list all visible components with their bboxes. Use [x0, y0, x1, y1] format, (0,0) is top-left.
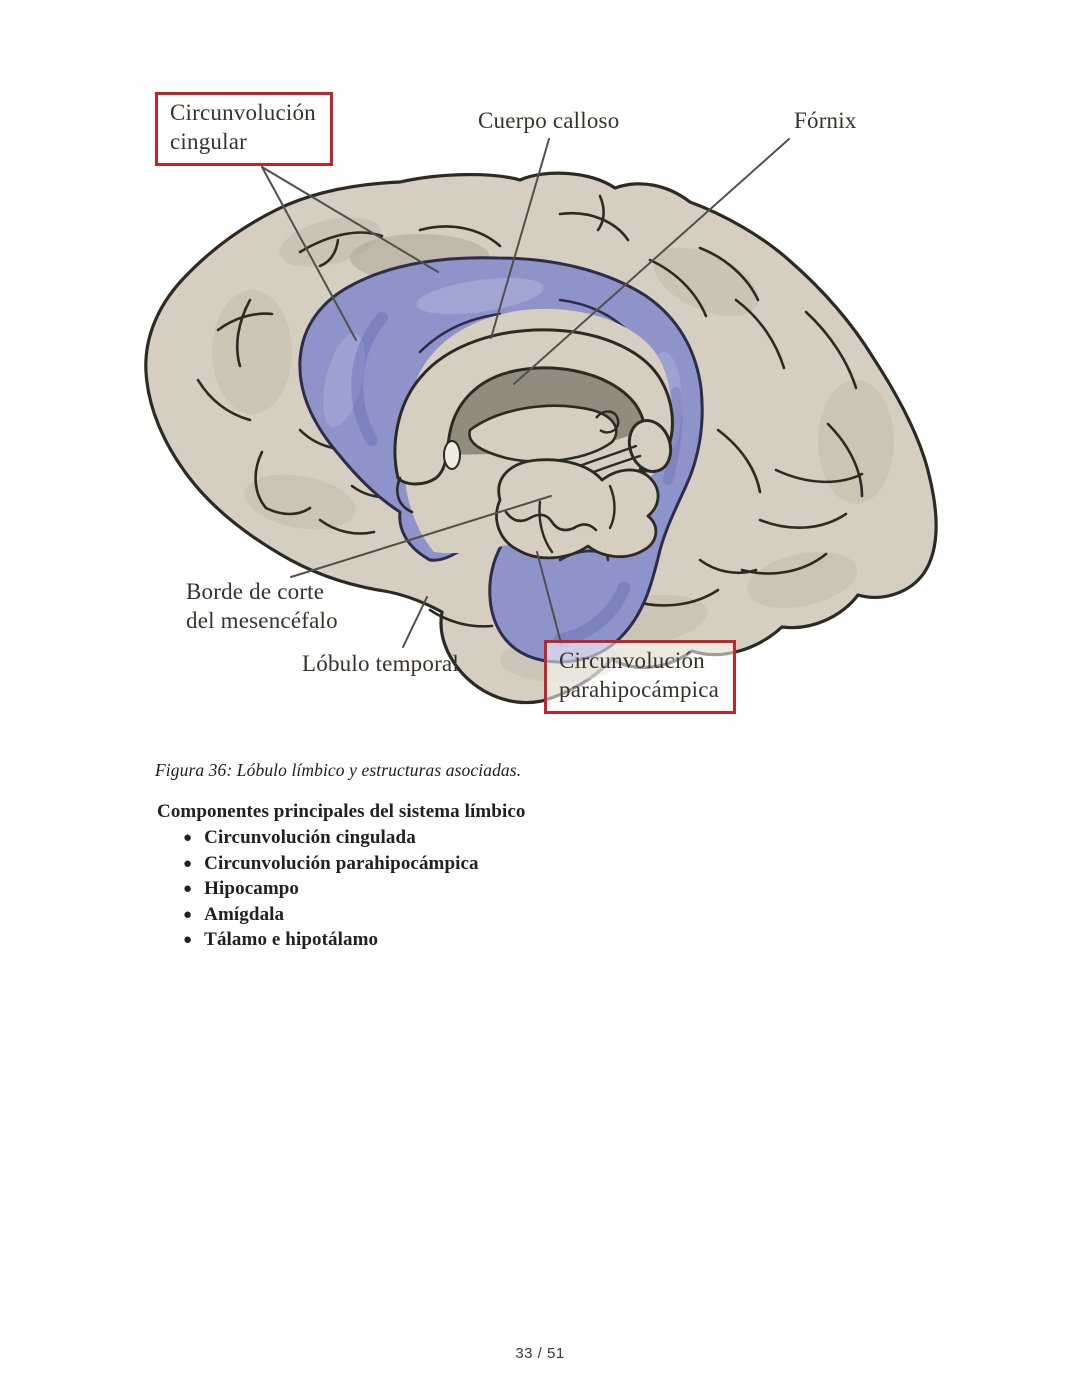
leader-parahippocampal	[536, 551, 562, 644]
label-midbrain-cut-edge: Borde de corte del mesencéfalo	[186, 577, 338, 636]
leader-temporal	[402, 596, 428, 648]
section-heading: Componentes principales del sistema límb…	[157, 801, 526, 822]
leader-cingulate-2	[261, 166, 357, 341]
label-midbrain-line1: Borde de corte	[186, 579, 325, 604]
fimbria-curl	[595, 410, 620, 434]
label-parahippocampal-line2: parahipocámpica	[559, 677, 720, 703]
central-structures	[393, 308, 674, 560]
label-midbrain-line2: del mesencéfalo	[186, 608, 338, 634]
label-temporal-lobe: Lóbulo temporal	[302, 651, 459, 676]
list-item-label: Circunvolución parahipocámpica	[204, 852, 479, 874]
label-parahippocampal-gyrus: Circunvolución parahipocámpica	[544, 640, 737, 714]
callosum-splenium	[627, 419, 673, 473]
list-item: ● Circunvolución cingulada	[183, 826, 479, 852]
bullet-icon: ●	[183, 830, 193, 846]
brain-diagram-svg	[144, 138, 938, 705]
label-corpus-callosum: Cuerpo calloso	[478, 108, 620, 133]
fornix-septum	[468, 404, 618, 463]
label-cingulate-gyrus: Circunvolución cingular	[155, 92, 333, 166]
list-item: ● Tálamo e hipotálamo	[183, 928, 479, 954]
bullet-icon: ●	[183, 906, 193, 923]
midbrain-lines	[538, 484, 616, 554]
leader-fornix	[513, 138, 790, 385]
list-item-label: Amígdala	[204, 903, 285, 925]
list-item-label: Tálamo e hipotálamo	[204, 929, 379, 951]
page-number: 33 / 51	[515, 1345, 565, 1362]
list-item: ● Hipocampo	[183, 877, 479, 903]
figure-caption: Figura 36: Lóbulo límbico y estructuras …	[155, 760, 522, 780]
leader-lines	[261, 138, 790, 648]
dentate-scallops	[504, 510, 598, 532]
leader-cingulate-1	[261, 166, 439, 273]
label-parahippocampal-line1: Circunvolución	[559, 648, 705, 673]
label-cingulate-line1: Circunvolución	[170, 100, 316, 125]
leader-corpus-callosum	[490, 138, 550, 339]
bullet-icon: ●	[183, 855, 193, 872]
bullet-icon: ●	[183, 932, 193, 949]
brain-figure: Circunvolución cingular Cuerpo calloso F…	[144, 92, 938, 714]
list-item: ● Circunvolución parahipocámpica	[183, 852, 479, 878]
paraterminal-gyrus	[443, 440, 461, 470]
leader-midbrain	[290, 495, 552, 578]
callosum-genu	[396, 476, 414, 514]
midbrain-cut	[495, 458, 660, 560]
label-fornix: Fórnix	[794, 108, 857, 133]
list-item-label: Hipocampo	[204, 878, 300, 900]
label-cingulate-line2: cingular	[170, 129, 247, 155]
list-item-label: Circunvolución cingulada	[204, 827, 416, 848]
limbic-components-list: ● Circunvolución cingulada ● Circunvoluc…	[183, 826, 479, 954]
bullet-icon: ●	[183, 881, 193, 898]
limbic-shading	[351, 312, 683, 647]
list-item: ● Amígdala	[183, 903, 479, 929]
